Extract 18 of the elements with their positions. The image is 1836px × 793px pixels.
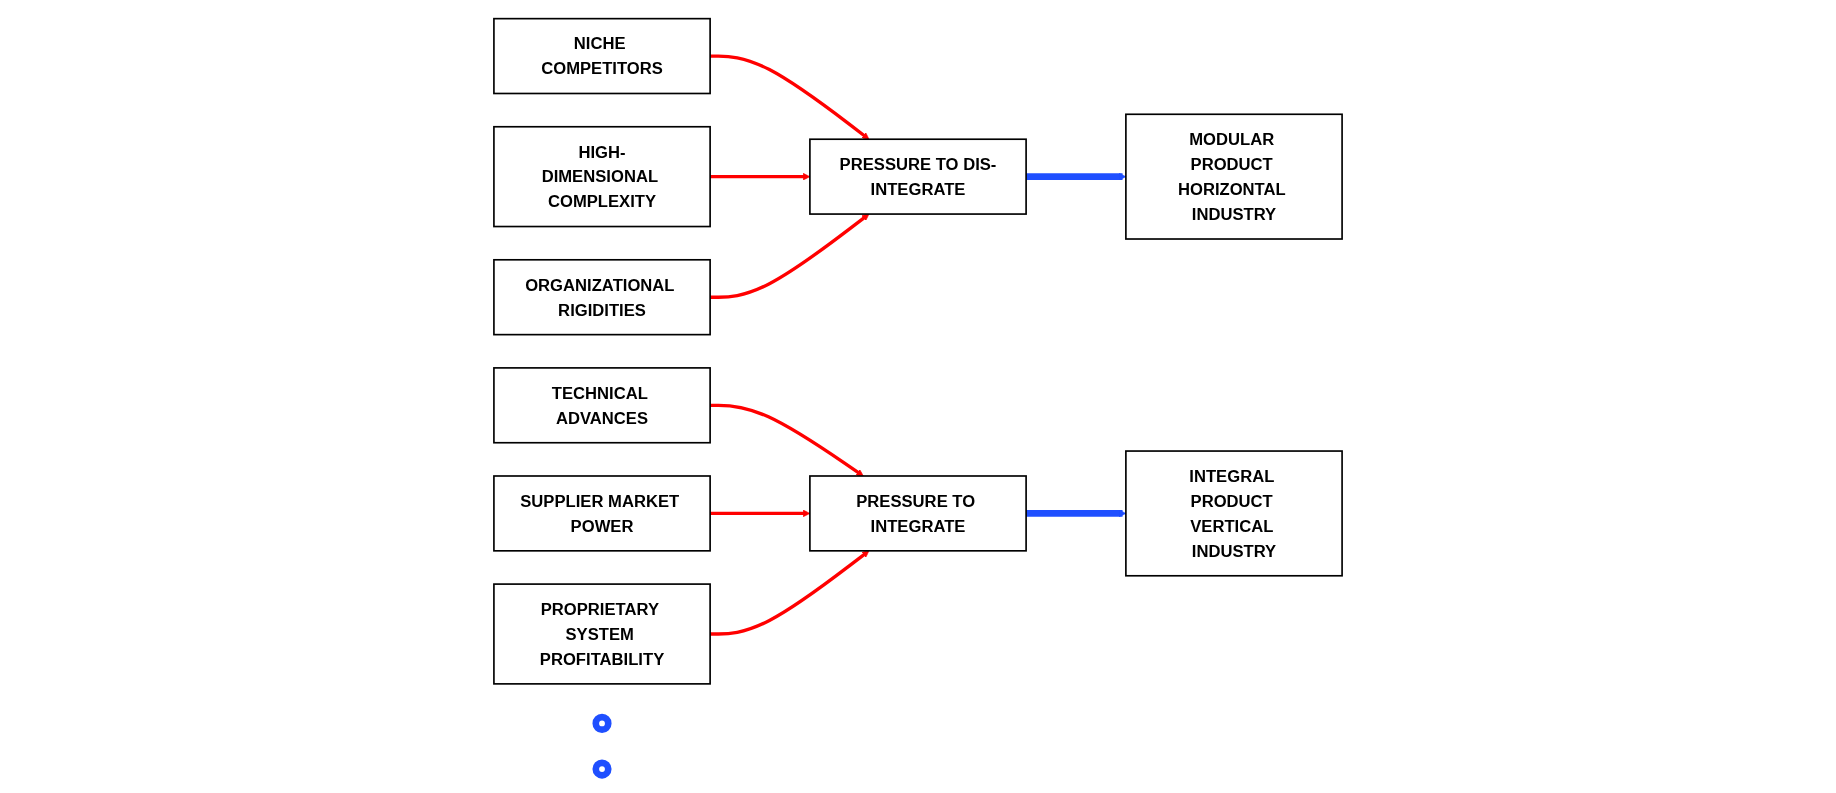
arrow — [710, 403, 864, 476]
node-box: MODULAR PRODUCT HORIZONTAL INDUSTRY — [1125, 112, 1343, 240]
node-box: NICHE COMPETITORS — [493, 17, 711, 94]
node-box: INTEGRAL PRODUCT VERTICAL INDUSTRY — [1125, 449, 1343, 577]
arrow — [1026, 172, 1127, 180]
arrow — [710, 550, 870, 636]
node-box: PROPRIETARY SYSTEM PROFITABILITY — [493, 582, 711, 685]
node-circle — [592, 713, 612, 733]
arrow — [710, 213, 870, 299]
node-box: HIGH-DIMENSIONAL COMPLEXITY — [493, 125, 711, 227]
node-box: PRESSURE TO DIS-INTEGRATE — [809, 137, 1027, 215]
arrow — [710, 53, 870, 140]
node-box: TECHNICAL ADVANCES — [493, 366, 711, 444]
node-box: ORGANIZATIONAL RIGIDITIES — [493, 258, 711, 335]
arrow — [1026, 509, 1127, 517]
node-box: SUPPLIER MARKET POWER — [493, 474, 711, 552]
node-circle — [592, 759, 612, 779]
node-box: PRESSURE TO INTEGRATE — [809, 474, 1027, 552]
